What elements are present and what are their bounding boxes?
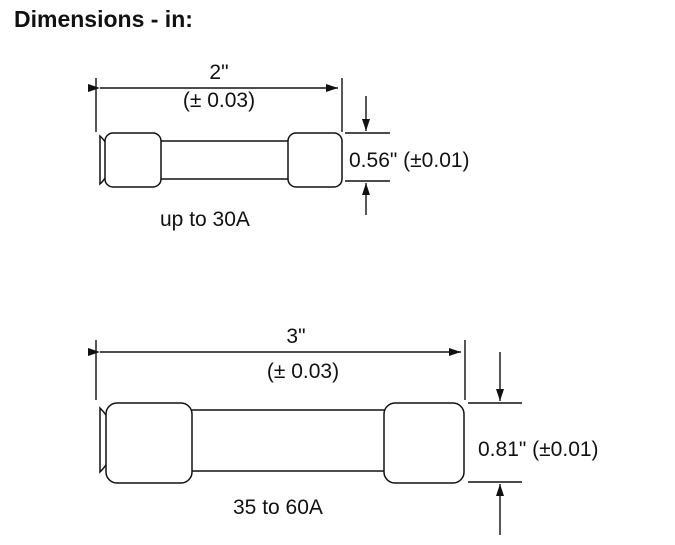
fuse-large-diameter-dimension: 0.81" (±0.01) (468, 352, 599, 535)
fuse-large-length-tolerance: (± 0.03) (267, 360, 339, 383)
page-title: Dimensions - in: (14, 6, 193, 32)
fuse-small-diameter-dimension: 0.56" (±0.01) (345, 96, 470, 215)
fuse-large-rating: 35 to 60A (233, 496, 323, 519)
fuse-large: 3" (± 0.03) 0.81" (±0.01) 35 to 60A (88, 325, 599, 535)
fuse-small-length-label: 2" (209, 61, 228, 84)
fuse-large-length-label: 3" (286, 325, 305, 348)
fuse-large-body (99, 402, 465, 484)
fuse-small: 2" (± 0.03) 0.56" (±0.01) up to 30A (88, 61, 470, 231)
fuse-small-body (99, 132, 343, 188)
fuse-large-length-dimension: 3" (± 0.03) (88, 325, 466, 400)
fuse-small-length-tolerance: (± 0.03) (183, 89, 255, 112)
fuse-large-diameter-label: 0.81" (±0.01) (478, 438, 599, 461)
fuse-small-rating: up to 30A (160, 208, 250, 231)
fuse-small-length-dimension: 2" (± 0.03) (88, 61, 343, 132)
fuse-small-diameter-label: 0.56" (±0.01) (349, 149, 470, 172)
